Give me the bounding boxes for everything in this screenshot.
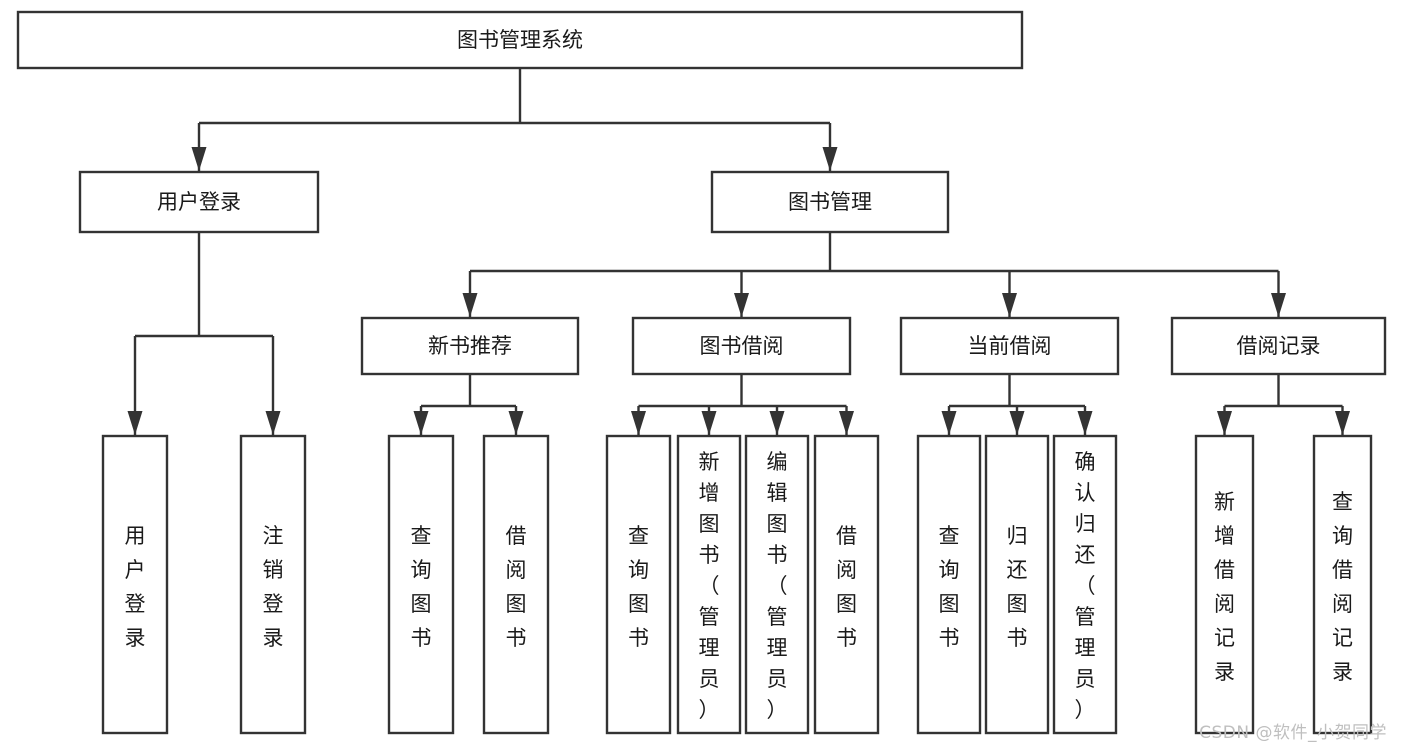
node-leaf-查询图书[interactable]: 查询图书 <box>605 434 672 735</box>
node-box <box>984 434 1050 735</box>
arrow-down-icon <box>1217 411 1232 435</box>
node-label: 借阅记录 <box>1237 334 1321 358</box>
node-label: 编辑图书（管理员） <box>767 450 788 722</box>
arrow-down-icon <box>701 411 717 435</box>
node-box <box>482 434 550 735</box>
node-label: 归还图书 <box>1007 524 1028 650</box>
node-leaf-借阅图书[interactable]: 借阅图书 <box>813 434 880 735</box>
node-box <box>1052 434 1118 735</box>
node-label: 图书管理系统 <box>457 28 583 52</box>
node-label: 新增借阅记录 <box>1214 490 1235 684</box>
node-label: 确认归还（管理员） <box>1075 450 1096 722</box>
node-leaf-归还图书[interactable]: 归还图书 <box>984 434 1050 735</box>
node-label: 当前借阅 <box>968 334 1052 358</box>
node-box <box>1312 434 1373 735</box>
arrow-down-icon <box>822 147 838 171</box>
node-leaf-新增图书管理员[interactable]: 新增图书（管理员） <box>676 434 742 735</box>
node-leaf-新增借阅记录[interactable]: 新增借阅记录 <box>1194 434 1255 735</box>
node-root-图书管理系统[interactable]: 图书管理系统 <box>16 10 1024 70</box>
node-l3-新书推荐[interactable]: 新书推荐 <box>360 316 580 376</box>
node-leaf-注销登录[interactable]: 注销登录 <box>239 434 307 735</box>
arrow-down-icon <box>1077 411 1093 435</box>
node-box <box>16 10 1024 70</box>
node-box <box>101 434 169 735</box>
node-box <box>360 316 580 376</box>
arrow-down-icon <box>1271 293 1286 317</box>
arrow-down-icon <box>769 411 785 435</box>
node-l2-图书管理[interactable]: 图书管理 <box>710 170 950 234</box>
csdn-watermark: CSDN @软件_小贺同学 <box>1199 723 1387 743</box>
node-box <box>1170 316 1387 376</box>
node-box <box>631 316 852 376</box>
arrow-down-icon <box>1002 293 1017 317</box>
node-leaf-用户登录[interactable]: 用户登录 <box>101 434 169 735</box>
arrow-down-icon <box>1335 411 1350 435</box>
node-leaf-查询借阅记录[interactable]: 查询借阅记录 <box>1312 434 1373 735</box>
node-box <box>710 170 950 234</box>
arrow-down-icon <box>941 411 957 435</box>
node-box <box>78 170 320 234</box>
node-box <box>676 434 742 735</box>
node-leaf-查询图书[interactable]: 查询图书 <box>387 434 455 735</box>
node-label: 用户登录 <box>157 190 241 214</box>
node-l3-当前借阅[interactable]: 当前借阅 <box>899 316 1120 376</box>
node-box <box>387 434 455 735</box>
node-label: 图书管理 <box>788 190 872 214</box>
node-label: 查询图书 <box>411 524 432 650</box>
node-leaf-查询图书[interactable]: 查询图书 <box>916 434 982 735</box>
node-label: 新书推荐 <box>428 334 512 358</box>
node-layer: 图书管理系统用户登录图书管理新书推荐图书借阅当前借阅借阅记录用户登录注销登录查询… <box>16 10 1387 735</box>
node-label: 查询借阅记录 <box>1332 490 1353 684</box>
node-box <box>916 434 982 735</box>
node-l3-借阅记录[interactable]: 借阅记录 <box>1170 316 1387 376</box>
node-label: 用户登录 <box>125 524 146 650</box>
arrow-down-icon <box>508 411 524 435</box>
node-label: 借阅图书 <box>836 524 857 650</box>
arrow-down-icon <box>265 411 281 435</box>
node-box <box>239 434 307 735</box>
arrow-down-icon <box>839 411 854 435</box>
node-label: 图书借阅 <box>700 334 784 358</box>
node-leaf-借阅图书[interactable]: 借阅图书 <box>482 434 550 735</box>
arrow-down-icon <box>462 293 478 317</box>
node-box <box>1194 434 1255 735</box>
arrow-down-icon <box>127 411 143 435</box>
arrow-down-icon <box>734 293 749 317</box>
node-box <box>899 316 1120 376</box>
node-leaf-确认归还管理员[interactable]: 确认归还（管理员） <box>1052 434 1118 735</box>
node-l2-用户登录[interactable]: 用户登录 <box>78 170 320 234</box>
node-box <box>605 434 672 735</box>
arrow-down-icon <box>1009 411 1025 435</box>
arrow-down-icon <box>191 147 207 171</box>
node-l3-图书借阅[interactable]: 图书借阅 <box>631 316 852 376</box>
node-label: 查询图书 <box>628 524 649 650</box>
node-box <box>813 434 880 735</box>
node-label: 注销登录 <box>263 524 284 650</box>
node-label: 新增图书（管理员） <box>699 450 720 722</box>
arrow-down-icon <box>631 411 646 435</box>
node-box <box>744 434 810 735</box>
node-label: 借阅图书 <box>506 524 527 650</box>
node-label: 查询图书 <box>939 524 960 650</box>
connector-layer <box>127 68 1350 435</box>
node-leaf-编辑图书管理员[interactable]: 编辑图书（管理员） <box>744 434 810 735</box>
arrow-down-icon <box>413 411 429 435</box>
